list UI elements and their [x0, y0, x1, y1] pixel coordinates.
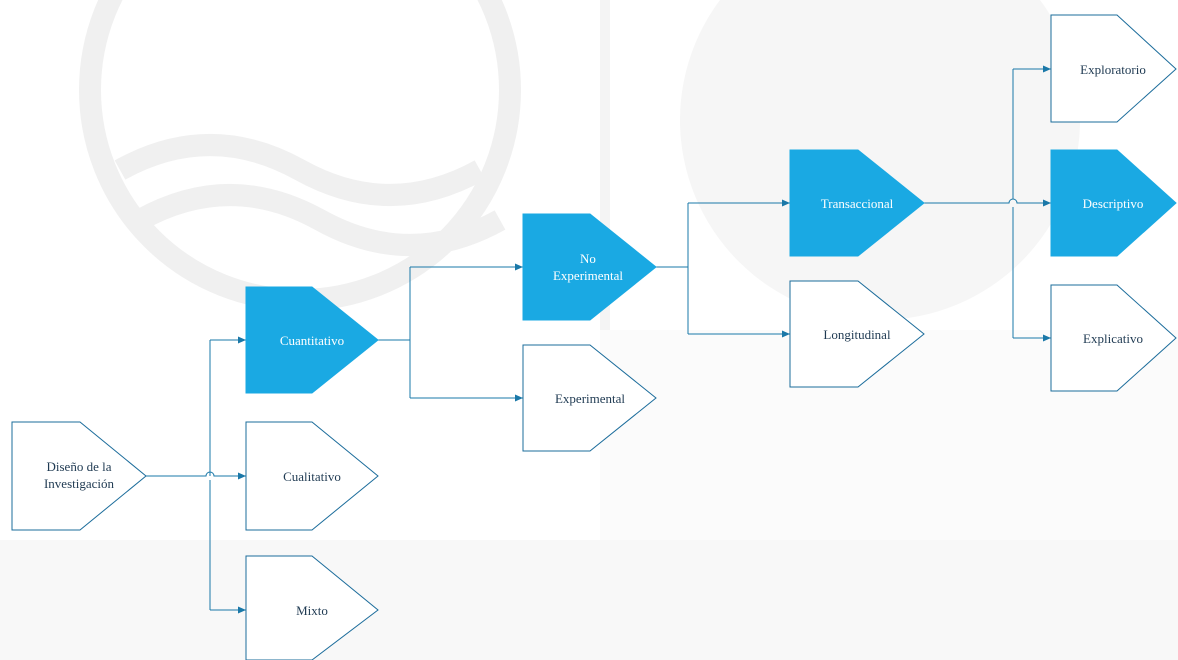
node-experimental: Experimental	[522, 344, 657, 452]
node-diseno-shape	[11, 421, 147, 531]
node-no-experimental-label-line2: Experimental	[553, 268, 623, 283]
arrowhead-cuantitativo	[238, 336, 246, 344]
arrowhead-descriptivo	[1043, 199, 1051, 207]
node-explicativo-shape	[1050, 284, 1177, 392]
node-transaccional-label: Transaccional	[821, 196, 894, 211]
node-cuantitativo-shape	[245, 286, 379, 394]
node-no-experimental-shape	[522, 213, 657, 321]
arrowhead-mixto	[238, 606, 246, 614]
arrowhead-transaccional	[782, 199, 790, 207]
arrowhead-exploratorio	[1043, 65, 1051, 73]
node-longitudinal: Longitudinal	[789, 280, 925, 388]
node-cualitativo-shape	[245, 421, 379, 531]
node-mixto-label: Mixto	[296, 603, 328, 618]
node-cualitativo: Cualitativo	[245, 421, 379, 531]
node-diseno-label-line1: Diseño de la	[47, 459, 112, 474]
node-cualitativo-label: Cualitativo	[283, 469, 341, 484]
arrowhead-explicativo	[1043, 334, 1051, 342]
connector-diseno-cualitativo	[146, 471, 246, 477]
node-longitudinal-shape	[789, 280, 925, 388]
node-transaccional: Transaccional	[789, 149, 925, 257]
node-cuantitativo-label: Cuantitativo	[280, 333, 344, 348]
node-no-experimental-label-line1: No	[580, 251, 596, 266]
node-transaccional-shape	[789, 149, 925, 257]
node-experimental-shape	[522, 344, 657, 452]
node-descriptivo-label: Descriptivo	[1083, 196, 1144, 211]
node-experimental-label: Experimental	[555, 391, 625, 406]
connector-lines	[146, 68, 1051, 611]
node-descriptivo-shape	[1050, 149, 1177, 257]
arrowhead-no-experimental	[515, 263, 523, 271]
connector-arrowheads	[238, 65, 1051, 614]
node-exploratorio-label: Exploratorio	[1080, 62, 1146, 77]
node-cuantitativo: Cuantitativo	[245, 286, 379, 394]
node-diseno-label-line2: Investigación	[44, 476, 115, 491]
node-mixto: Mixto	[245, 555, 379, 660]
node-mixto-shape	[245, 555, 379, 660]
arrowhead-longitudinal	[782, 330, 790, 338]
connector-transaccional-descriptivo	[924, 198, 1051, 204]
node-longitudinal-label: Longitudinal	[823, 327, 891, 342]
arrowhead-experimental	[515, 394, 523, 402]
node-exploratorio: Exploratorio	[1050, 14, 1177, 123]
node-diseno: Diseño de la Investigación	[11, 421, 147, 531]
node-descriptivo: Descriptivo	[1050, 149, 1177, 257]
node-explicativo-label: Explicativo	[1083, 331, 1143, 346]
node-exploratorio-shape	[1050, 14, 1177, 123]
node-no-experimental: No Experimental	[522, 213, 657, 321]
arrowhead-cualitativo	[238, 472, 246, 480]
node-explicativo: Explicativo	[1050, 284, 1177, 392]
